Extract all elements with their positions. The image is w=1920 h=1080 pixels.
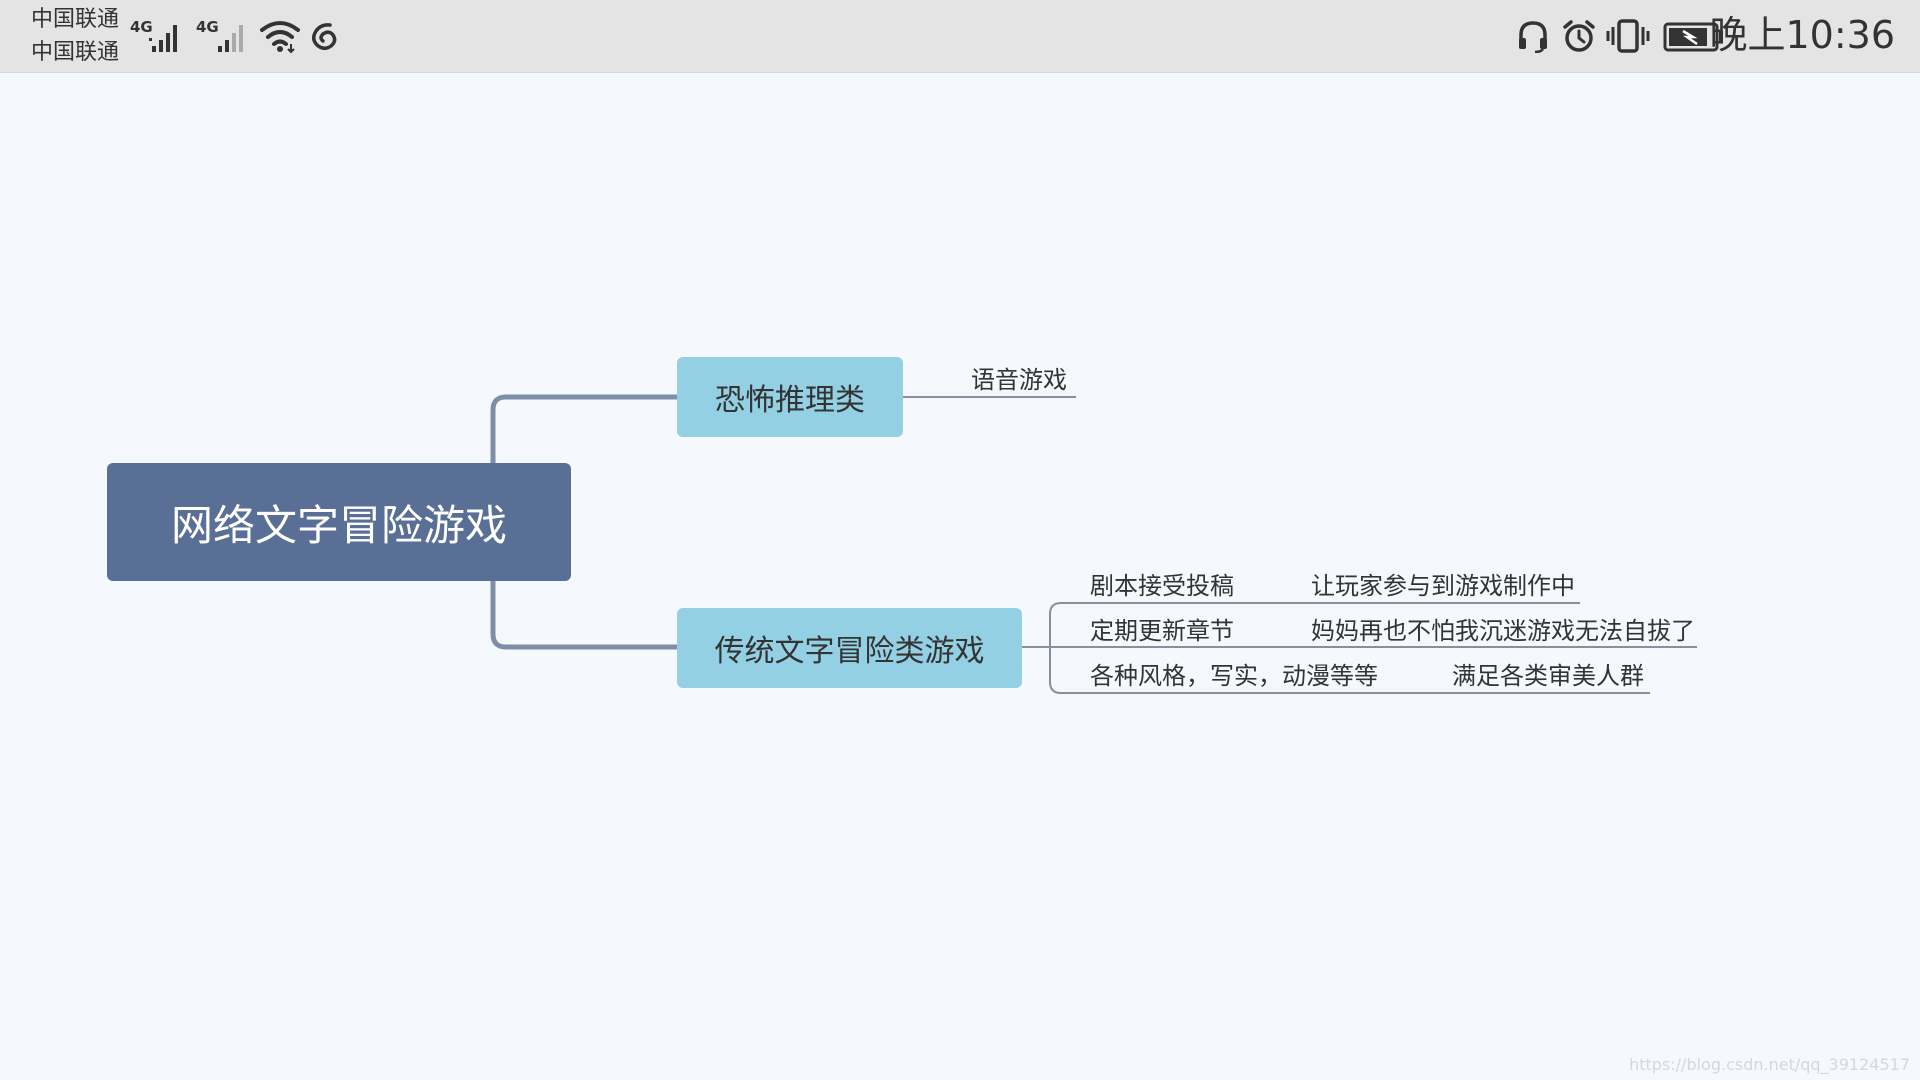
wifi-icon (258, 18, 302, 58)
signal-icon: 4G (196, 16, 252, 58)
topic-label: 传统文字冒险类游戏 (714, 634, 985, 669)
alarm-icon (1561, 18, 1597, 58)
topic-label: 恐怖推理类 (715, 383, 865, 418)
battery-charging-icon (1663, 22, 1725, 56)
leaf-node[interactable]: 剧本接受投稿 (1090, 572, 1234, 600)
network-type-label-1: 4G (130, 18, 153, 36)
status-bar: 中国联通 中国联通 4G 4G (0, 0, 1920, 73)
netease-music-icon (309, 20, 341, 56)
headphones-icon (1516, 19, 1550, 57)
watermark: https://blog.csdn.net/qq_39124517 (1629, 1055, 1910, 1074)
vibrate-icon (1606, 18, 1650, 58)
leaf-note[interactable]: 妈妈再也不怕我沉迷游戏无法自拔了 (1311, 617, 1695, 645)
root-node[interactable]: 网络文字冒险游戏 (107, 463, 571, 581)
signal-icon: 4G (130, 16, 186, 58)
leaf-note[interactable]: 满足各类审美人群 (1452, 662, 1644, 690)
carrier-label-2: 中国联通 (31, 40, 120, 65)
leaf-bracket (1022, 602, 1062, 694)
root-label: 网络文字冒险游戏 (170, 500, 507, 550)
branch-line-horror (490, 394, 677, 463)
branch-line-traditional (490, 581, 677, 650)
leaf-node[interactable]: 语音游戏 (971, 366, 1067, 394)
topic-node-horror[interactable]: 恐怖推理类 (677, 357, 903, 437)
leaf-node[interactable]: 各种风格，写实，动漫等等 (1090, 662, 1378, 690)
leaf-node[interactable]: 定期更新章节 (1090, 617, 1234, 645)
carrier-label-1: 中国联通 (31, 7, 120, 32)
network-type-label-2: 4G (196, 18, 219, 36)
topic-node-traditional[interactable]: 传统文字冒险类游戏 (677, 608, 1022, 688)
leaf-note[interactable]: 让玩家参与到游戏制作中 (1311, 572, 1575, 600)
status-time: 晚上10:36 (1709, 13, 1895, 57)
